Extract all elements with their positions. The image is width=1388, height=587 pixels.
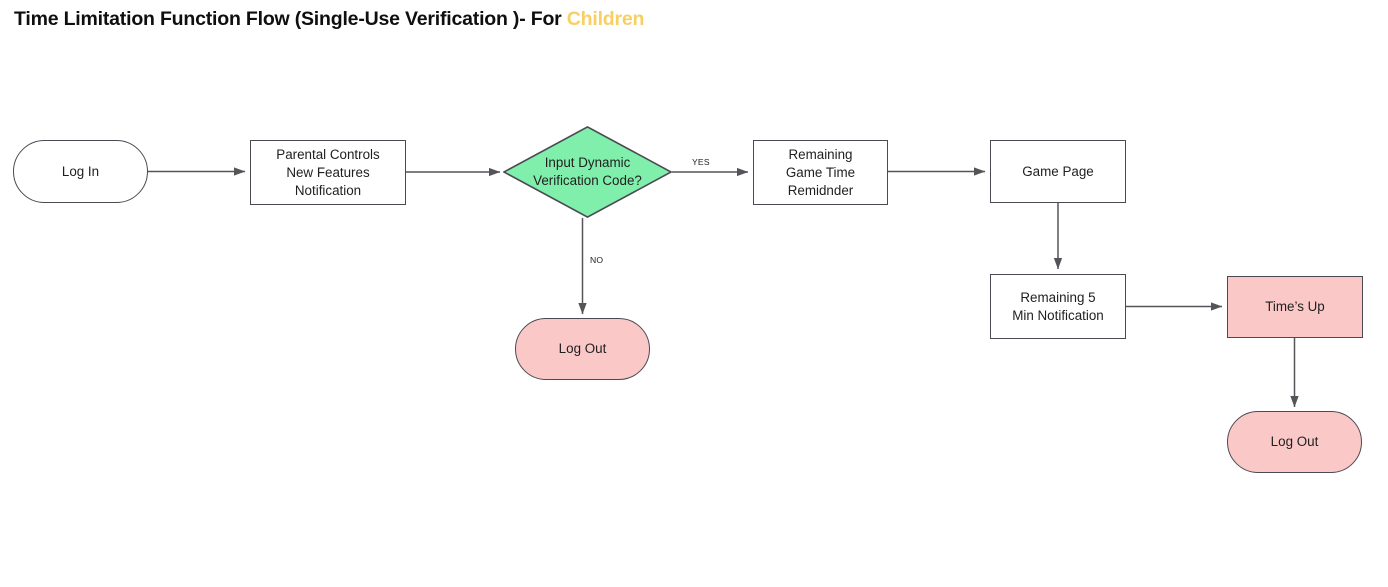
edge-label-yes: YES bbox=[692, 157, 710, 167]
page-title: Time Limitation Function Flow (Single-Us… bbox=[14, 6, 644, 32]
node-remaining-5-min-notification-label: Remaining 5 Min Notification bbox=[1012, 289, 1104, 323]
node-game-page-label: Game Page bbox=[1022, 163, 1094, 179]
node-remaining-5-min-notification[interactable]: Remaining 5 Min Notification bbox=[990, 274, 1126, 339]
node-times-up-label: Time’s Up bbox=[1265, 299, 1325, 314]
node-input-dynamic-verification-code[interactable]: Input Dynamic Verification Code? bbox=[503, 126, 672, 218]
page-title-main: Time Limitation Function Flow (Single-Us… bbox=[14, 8, 567, 30]
node-log-in-label: Log In bbox=[61, 163, 100, 179]
diamond-shape bbox=[503, 126, 672, 218]
node-log-out-end-label: Log Out bbox=[1270, 434, 1319, 449]
node-times-up[interactable]: Time’s Up bbox=[1227, 276, 1363, 338]
node-log-in[interactable]: Log In bbox=[13, 140, 148, 203]
node-parental-controls[interactable]: Parental Controls New Features Notificat… bbox=[250, 140, 406, 205]
edge-label-no: NO bbox=[590, 255, 604, 265]
node-log-out-no-branch[interactable]: Log Out bbox=[515, 318, 650, 380]
node-remaining-game-time-remidnder[interactable]: Remaining Game Time Remidnder bbox=[753, 140, 888, 205]
node-log-out-no-branch-label: Log Out bbox=[558, 341, 607, 356]
node-remaining-game-time-remidnder-label: Remaining Game Time Remidnder bbox=[785, 146, 856, 198]
page-title-accent: Children bbox=[566, 8, 645, 30]
node-parental-controls-label: Parental Controls New Features Notificat… bbox=[276, 146, 380, 198]
node-game-page[interactable]: Game Page bbox=[990, 140, 1126, 203]
node-input-dynamic-verification-code-label: Input Dynamic Verification Code? bbox=[533, 155, 642, 188]
node-log-out-end[interactable]: Log Out bbox=[1227, 411, 1362, 473]
